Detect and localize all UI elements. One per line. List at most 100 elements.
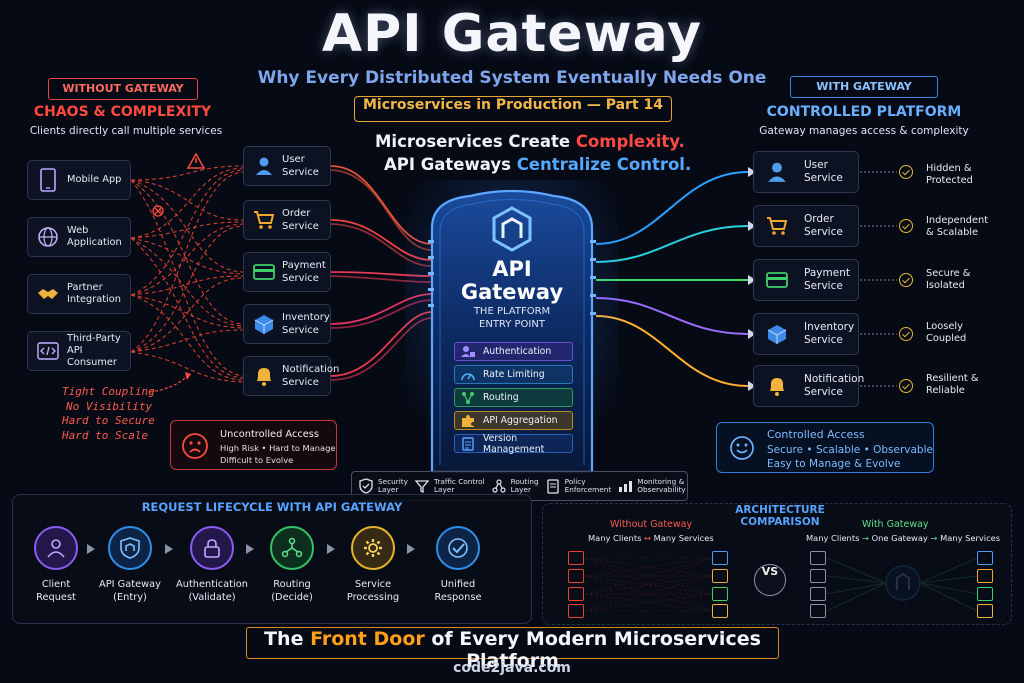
site-url: code2java.com: [453, 660, 571, 676]
gear-icon: [351, 526, 395, 570]
step-label-authentication: Authentication(Validate): [176, 579, 248, 603]
mini-client-icon: [810, 604, 826, 618]
without-gateway-caption: Many Clients ↔ Many Services: [588, 533, 714, 543]
code-window-icon: [36, 339, 60, 363]
handshake-icon: [36, 282, 60, 306]
mini-client-icon: [810, 587, 826, 601]
mini-service-icon: [977, 551, 993, 565]
cart-icon: [252, 208, 276, 232]
uncontrolled-access-box: Uncontrolled Access High Risk • Hard to …: [170, 420, 337, 470]
mini-client-icon: [568, 569, 584, 583]
chaos-subtext: Clients directly call multiple services: [29, 125, 223, 137]
footer-tagline: The Front Door of Every Modern Microserv…: [246, 627, 779, 672]
check-icon: [899, 219, 913, 233]
globe-icon: [36, 225, 60, 249]
layer-monitoring: Monitoring &Observability: [617, 477, 686, 495]
document-icon: [460, 436, 476, 451]
feature-version-management: Version Management: [454, 433, 573, 455]
bell-icon: [764, 373, 790, 399]
arrow-icon: [246, 544, 254, 554]
person-icon: [34, 526, 78, 570]
series-badge: Microservices in Production — Part 14: [354, 96, 672, 122]
step-label-api-gateway: API Gateway(Entry): [99, 579, 161, 603]
cube-icon: [252, 312, 276, 336]
benefit-notification: Resilient &Reliable: [926, 373, 979, 396]
puzzle-icon: [460, 414, 476, 428]
gateway-shield-icon: [108, 526, 152, 570]
speedometer-icon: [460, 368, 476, 382]
arrow-icon: [87, 544, 95, 554]
feature-rate-limiting: Rate Limiting: [454, 365, 573, 384]
mini-service-icon: [977, 569, 993, 583]
bar-chart-icon: [617, 478, 633, 494]
checkmark-icon: [436, 526, 480, 570]
mini-client-icon: [810, 551, 826, 565]
benefit-payment: Secure &Isolated: [926, 268, 971, 291]
feature-api-aggregation: API Aggregation: [454, 411, 573, 430]
warning-icon: [186, 152, 206, 169]
without-gateway-badge: WITHOUT GATEWAY: [48, 78, 198, 100]
benefit-user: Hidden &Protected: [926, 163, 973, 186]
padlock-icon: [190, 526, 234, 570]
mini-service-icon: [712, 569, 728, 583]
tagline-line-1: Microservices Create Complexity.: [375, 132, 685, 151]
check-icon: [899, 379, 913, 393]
gateway-logo-icon: [492, 206, 532, 252]
mini-service-icon: [712, 551, 728, 565]
mini-service-icon: [712, 604, 728, 618]
controlled-subtext: Gateway manages access & complexity: [759, 125, 969, 137]
route-icon: [460, 391, 476, 405]
arrow-icon: [407, 544, 415, 554]
funnel-icon: [414, 478, 430, 494]
comparison-title: ARCHITECTURE COMPARISON: [695, 504, 865, 528]
check-icon: [899, 273, 913, 287]
step-label-routing: Routing(Decide): [271, 579, 313, 603]
feature-authentication: Authentication: [454, 342, 573, 361]
user-icon: [764, 159, 790, 185]
controlled-heading: CONTROLLED PLATFORM: [766, 104, 962, 120]
feature-routing: Routing: [454, 388, 573, 407]
route-nodes-icon: [270, 526, 314, 570]
user-lock-icon: [460, 345, 476, 359]
lifecycle-title: REQUEST LIFECYCLE WITH API GATEWAY: [141, 500, 403, 514]
with-gateway-badge: WITH GATEWAY: [790, 76, 938, 98]
mini-client-icon: [568, 587, 584, 601]
vs-badge: VS: [754, 564, 786, 596]
client-mobile-app: Mobile App: [27, 160, 131, 200]
cart-icon: [764, 213, 790, 239]
tagline-line-2: API Gateways Centralize Control.: [384, 155, 692, 174]
card-icon: [764, 267, 790, 293]
card-icon: [252, 260, 276, 284]
mini-client-icon: [568, 551, 584, 565]
without-gateway-label: Without Gateway: [610, 519, 693, 530]
benefit-order: Independent& Scalable: [926, 215, 989, 238]
with-gateway-caption: Many Clients → One Gateway → Many Servic…: [806, 533, 1001, 543]
check-icon: [899, 165, 913, 179]
arrow-icon: [327, 544, 335, 554]
mini-client-icon: [810, 569, 826, 583]
mini-client-icon: [568, 604, 584, 618]
mini-service-icon: [977, 604, 993, 618]
smile-face-icon: [730, 436, 754, 460]
